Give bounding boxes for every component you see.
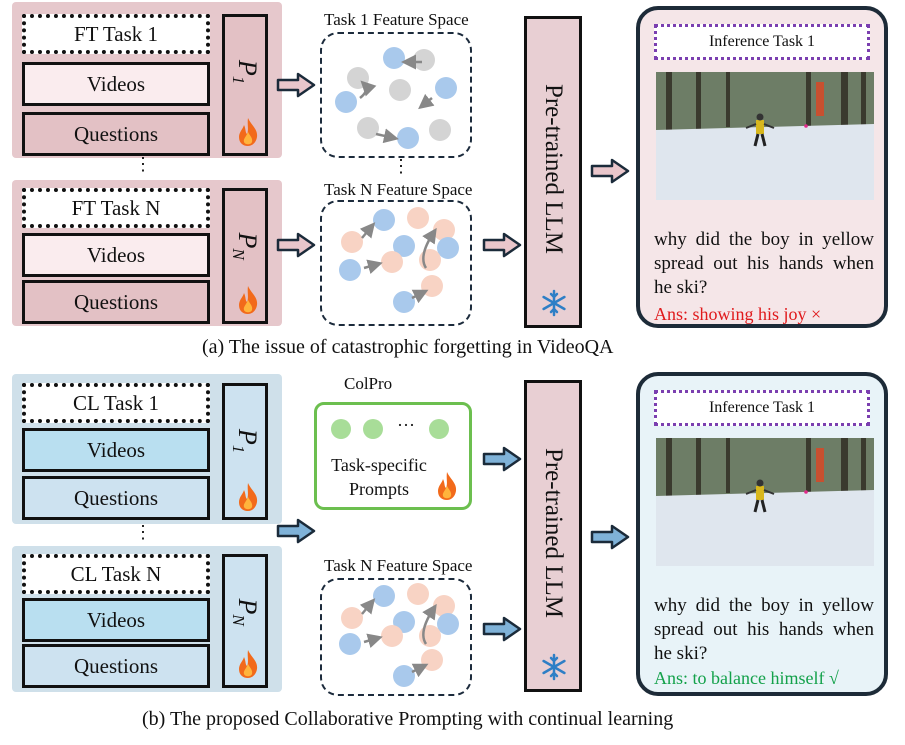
inference-title-a: Inference Task 1 (654, 24, 870, 60)
outline-arrow-icon (590, 158, 630, 184)
videos-box-a1: Videos (22, 62, 210, 106)
colpro-prompt-box: ··· Task-specific Prompts (314, 402, 472, 510)
flame-icon (239, 118, 258, 146)
outline-arrow-icon (276, 518, 316, 544)
snowflake-icon (542, 289, 566, 317)
llm-label-a: Pre-trained LLM (540, 83, 567, 255)
colpro-label: Task-specific Prompts (331, 455, 427, 499)
videos-box-bN: Videos (22, 598, 210, 642)
ft-task-N-label: FT Task N (22, 188, 210, 228)
prompt-pN-box-b: PN (222, 554, 268, 688)
outline-arrow-icon (590, 524, 630, 550)
flame-icon (239, 286, 258, 314)
prompt-pN-box-a: PN (222, 188, 268, 324)
outline-arrow-icon (276, 72, 316, 98)
flame-icon (438, 472, 457, 500)
question-text-b: why did the boy in yellow spread out his… (654, 595, 874, 664)
ft-task-1-label: FT Task 1 (22, 14, 210, 54)
feature-space-N-title: Task N Feature Space (324, 180, 473, 199)
questions-box-a1: Questions (22, 112, 210, 156)
answer-text-b: Ans: to balance himself √ (654, 668, 839, 688)
feature-space-N-nodes (339, 207, 459, 313)
vertical-ellipsis: ⋮ (134, 522, 152, 542)
outline-arrow-icon (482, 616, 522, 642)
outline-arrow-icon (482, 232, 522, 258)
prompt-pN-label: PN (228, 598, 263, 626)
prompt-node (363, 419, 383, 439)
questions-box-aN: Questions (22, 280, 210, 324)
prompt-p1-box-b: P1 (222, 383, 268, 520)
ski-video-frame (656, 438, 874, 566)
answer-text-a: Ans: showing his joy × (654, 304, 822, 324)
prompt-p1-label: P1 (228, 428, 263, 454)
cl-task-N-label: CL Task N (22, 554, 210, 594)
feature-space-N-b-nodes (339, 583, 459, 687)
llm-label-b: Pre-trained LLM (540, 447, 567, 619)
prompt-node (331, 419, 351, 439)
caption-b: (b) The proposed Collaborative Prompting… (142, 708, 674, 730)
caption-a: (a) The issue of catastrophic forgetting… (202, 336, 614, 358)
questions-box-bN: Questions (22, 644, 210, 688)
feature-space-1 (320, 32, 472, 158)
outline-arrow-icon (276, 232, 316, 258)
vertical-ellipsis: ⋮ (134, 154, 152, 174)
questions-box-b1: Questions (22, 476, 210, 520)
prompt-pN-label: PN (228, 232, 263, 260)
feature-space-1-nodes (335, 47, 457, 149)
ski-video-frame (656, 72, 874, 200)
flame-icon (239, 650, 258, 678)
outline-arrow-icon (482, 446, 522, 472)
snowflake-icon (542, 653, 566, 681)
prompt-node (429, 419, 449, 439)
inference-card-b: Inference Task 1 why did the boy in yell… (636, 372, 888, 696)
flame-icon (239, 483, 258, 511)
question-text-a: why did the boy in yellow spread out his… (654, 229, 874, 298)
videos-box-b1: Videos (22, 428, 210, 472)
colpro-title: ColPro (344, 374, 393, 393)
vertical-ellipsis: ⋮ (392, 156, 410, 176)
feature-space-N-title-b: Task N Feature Space (324, 556, 473, 575)
feature-space-1-title: Task 1 Feature Space (324, 10, 469, 29)
pretrained-llm-a: Pre-trained LLM (524, 16, 582, 328)
inference-card-a: Inference Task 1 why did the boy in yell… (636, 6, 888, 328)
prompt-p1-label: P1 (228, 59, 263, 85)
feature-space-N-b (320, 578, 472, 696)
pretrained-llm-b: Pre-trained LLM (524, 380, 582, 692)
inference-title-b: Inference Task 1 (654, 390, 870, 426)
prompt-ellipsis: ··· (397, 415, 415, 435)
prompt-p1-box-a: P1 (222, 14, 268, 156)
videos-box-aN: Videos (22, 233, 210, 277)
feature-space-N (320, 200, 472, 326)
cl-task-1-label: CL Task 1 (22, 383, 210, 423)
